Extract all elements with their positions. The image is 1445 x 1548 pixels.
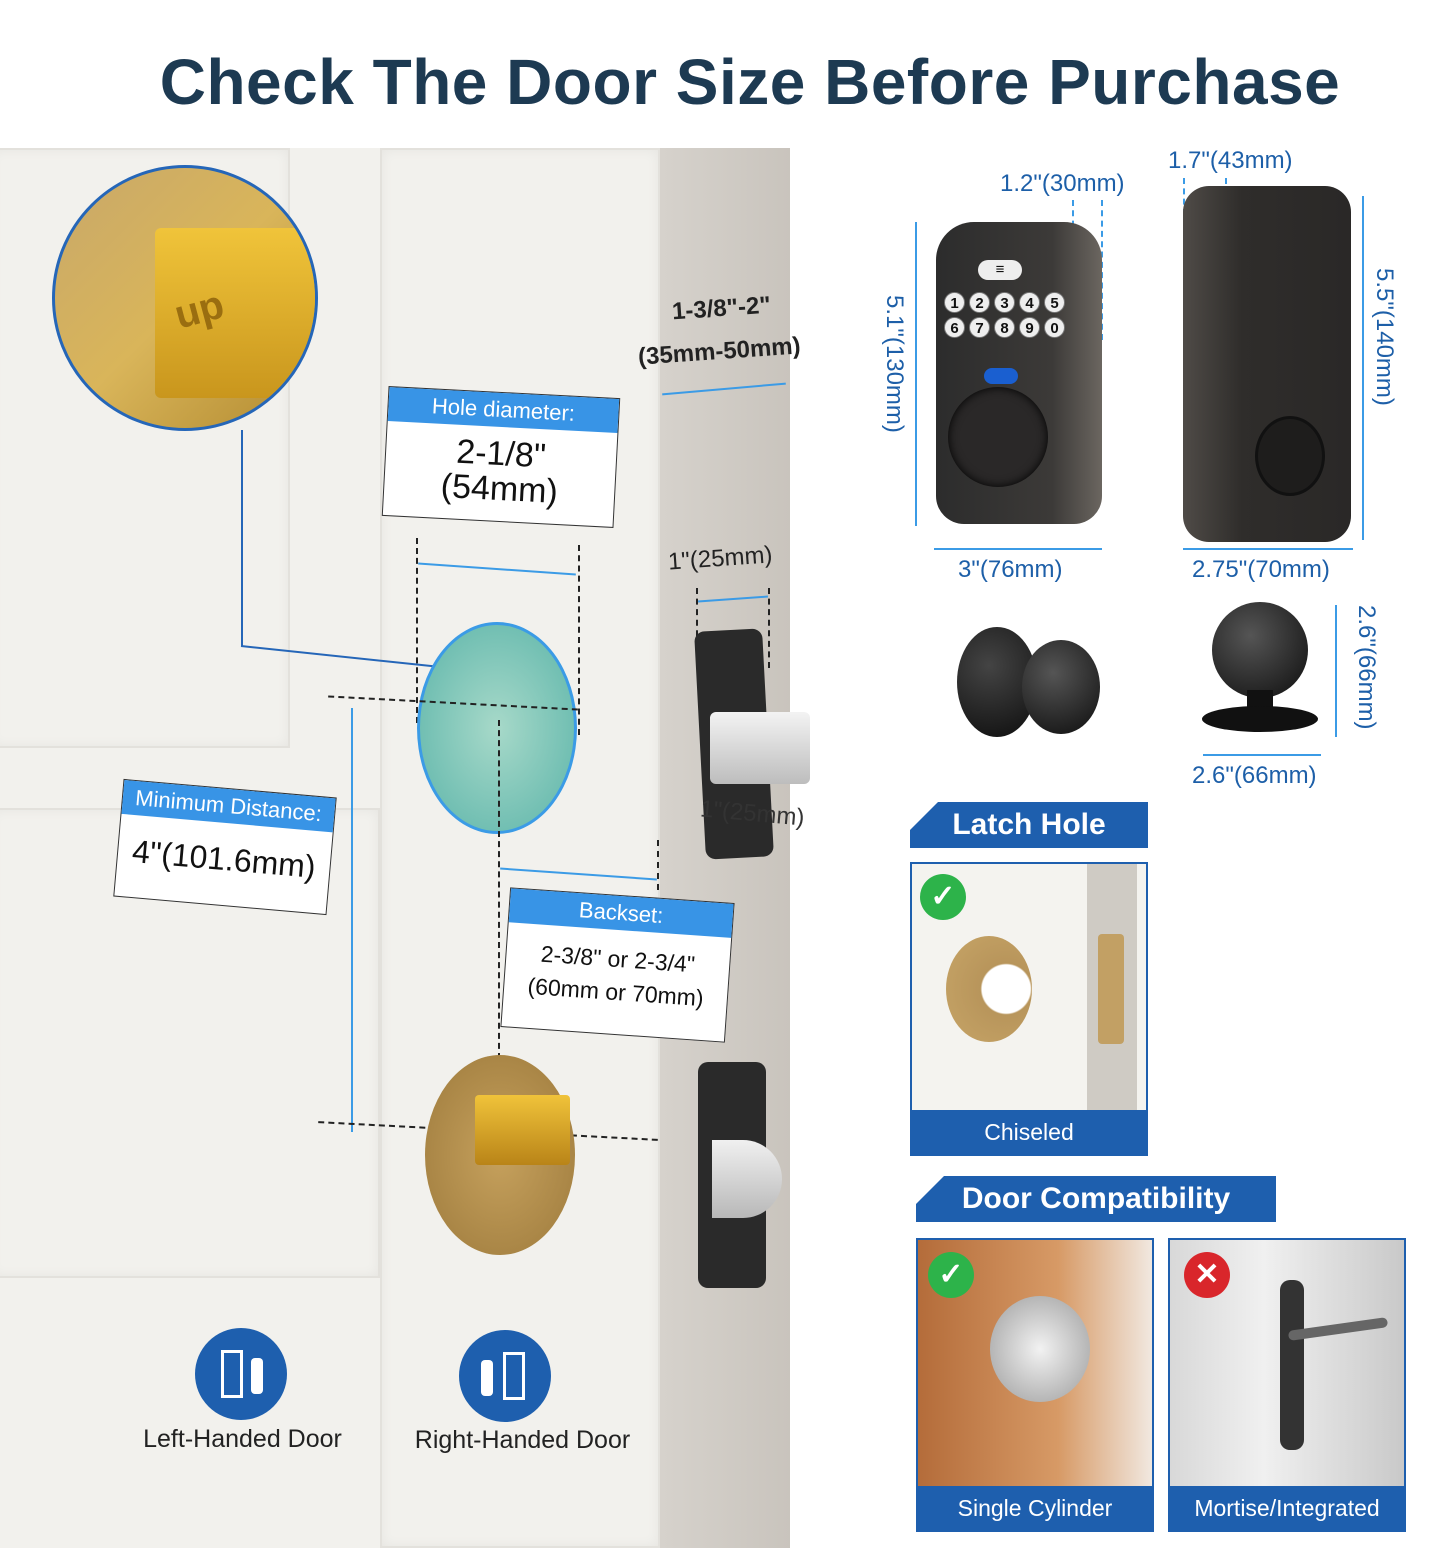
right-handed-door-icon xyxy=(459,1330,551,1422)
front-height-label: 5.1"(130mm) xyxy=(881,295,908,433)
lock-back-unit xyxy=(1183,186,1351,542)
key-7: 7 xyxy=(969,317,990,338)
key-1: 1 xyxy=(944,292,965,313)
key-5: 5 xyxy=(1044,292,1065,313)
front-depth-label: 1.2"(30mm) xyxy=(1000,170,1125,197)
page-title: Check The Door Size Before Purchase xyxy=(159,46,1341,118)
check-icon: ✓ xyxy=(920,874,966,920)
key-4: 4 xyxy=(1019,292,1040,313)
bore-hole xyxy=(417,622,577,834)
minimum-distance-label: Minimum Distance: 4"(101.6mm) xyxy=(113,778,337,916)
latch-closeup: up xyxy=(52,165,318,431)
mortise-caption: Mortise/Integrated xyxy=(1170,1486,1404,1530)
key-6: 6 xyxy=(944,317,965,338)
knob-width-label: 2.6"(66mm) xyxy=(1192,762,1317,789)
keyhole-icon xyxy=(948,387,1048,487)
key-3: 3 xyxy=(994,292,1015,313)
latch-bolt xyxy=(710,712,810,784)
knob-height-label: 2.6"(66mm) xyxy=(1353,605,1380,730)
hole-diameter-label: Hole diameter: 2-1/8" (54mm) xyxy=(381,386,621,528)
menu-key: ≡ xyxy=(978,260,1022,280)
latch-hole-title: Latch Hole xyxy=(910,802,1148,848)
fingerprint-sensor-icon xyxy=(984,368,1018,384)
cross-icon: ✕ xyxy=(1184,1252,1230,1298)
key-9: 9 xyxy=(1019,317,1040,338)
door-compatibility-title: Door Compatibility xyxy=(916,1176,1276,1222)
mortise-card: ✕ Mortise/Integrated xyxy=(1168,1238,1406,1532)
left-handed-door-icon xyxy=(195,1328,287,1420)
backset-label: Backset: 2-3/8" or 2-3/4" (60mm or 70mm) xyxy=(500,887,735,1043)
back-width-label: 2.75"(70mm) xyxy=(1192,556,1330,583)
check-icon: ✓ xyxy=(928,1252,974,1298)
key-0: 0 xyxy=(1044,317,1065,338)
front-width-label: 3"(76mm) xyxy=(958,556,1063,583)
key-2: 2 xyxy=(969,292,990,313)
latch-hole-card: ✓ Chiseled xyxy=(910,862,1148,1156)
right-handed-door-label: Right-Handed Door xyxy=(414,1426,631,1454)
thumb-turn-icon xyxy=(1255,416,1325,496)
left-handed-door-label: Left-Handed Door xyxy=(143,1425,342,1453)
key-8: 8 xyxy=(994,317,1015,338)
back-depth-label: 1.7"(43mm) xyxy=(1168,147,1293,174)
single-cylinder-caption: Single Cylinder xyxy=(918,1486,1152,1530)
knob-front-image xyxy=(1212,602,1308,698)
minimum-distance-value: 4"(101.6mm) xyxy=(130,833,318,885)
latch-hole-caption: Chiseled xyxy=(912,1110,1146,1154)
back-height-label: 5.5"(140mm) xyxy=(1371,268,1398,406)
single-cylinder-card: ✓ Single Cylinder xyxy=(916,1238,1154,1532)
